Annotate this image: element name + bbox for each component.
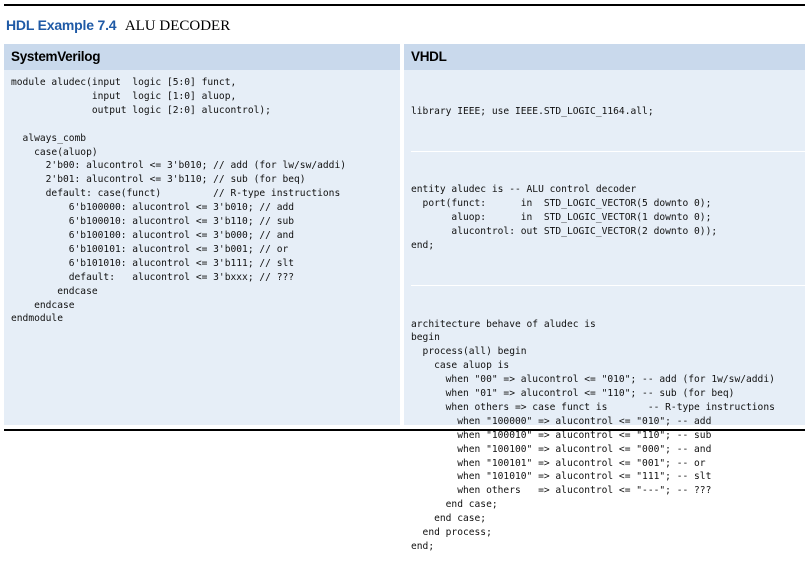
vhdl-architecture: architecture behave of aludec is begin p…	[411, 318, 775, 553]
vhdl-divider	[411, 150, 805, 152]
example-title: HDL Example 7.4 ALU DECODER	[6, 14, 230, 36]
vhdl-divider	[411, 284, 805, 286]
bottom-rule	[4, 429, 805, 431]
vhdl-code: library IEEE; use IEEE.STD_LOGIC_1164.al…	[404, 70, 805, 582]
systemverilog-code: module aludec(input logic [5:0] funct, i…	[11, 77, 347, 325]
systemverilog-header: SystemVerilog	[4, 44, 400, 70]
vhdl-entity: entity aludec is -- ALU control decoder …	[411, 184, 718, 251]
systemverilog-panel: SystemVerilog module aludec(input logic …	[4, 44, 400, 425]
example-name: ALU DECODER	[124, 18, 231, 34]
vhdl-panel: VHDL library IEEE; use IEEE.STD_LOGIC_11…	[404, 44, 805, 552]
vhdl-header: VHDL	[404, 44, 805, 70]
vhdl-library: library IEEE; use IEEE.STD_LOGIC_1164.al…	[411, 105, 654, 117]
example-label: HDL Example 7.4	[6, 17, 117, 33]
top-rule	[4, 4, 805, 6]
